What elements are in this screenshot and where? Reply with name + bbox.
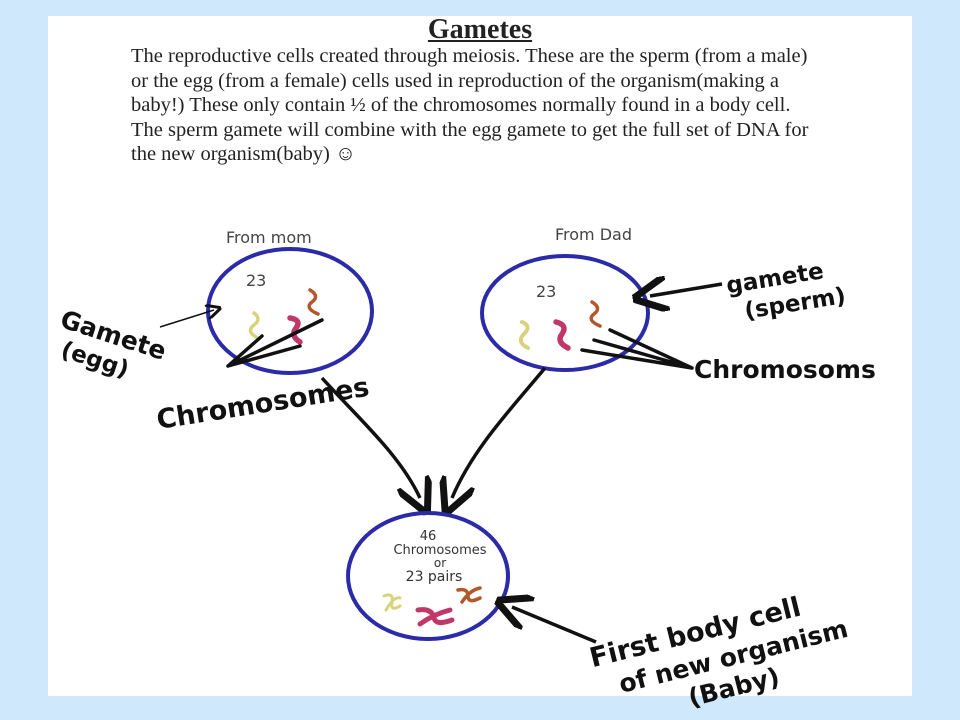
dad-chromosome-orange [589,300,602,328]
dad-chromosome-pink [553,319,571,351]
first-body-cell: 46 Chromosomes or 23 pairs [346,511,510,641]
mom-chromosome-pink [287,315,303,345]
mom-chromosomes-label: Chromosomes [154,372,371,436]
baby-chromosome-yellow [382,593,402,612]
baby-chromosome-pink [415,607,455,627]
combine-arrows [320,366,547,498]
dad-heading: From Dad [555,225,632,244]
definition-paragraph: The reproductive cells created through m… [131,45,809,165]
dad-pointers [580,284,723,370]
dad-chromosome-yellow [518,320,530,350]
mom-heading: From mom [226,228,312,247]
dad-chromosomes-label: Chromosoms [694,355,876,384]
dad-chromosome-count: 23 [536,282,556,301]
page-title: Gametes [427,14,533,45]
baby-chromosome-orange [456,586,482,604]
baby-label: First body cell of new organism (Baby) [587,592,851,713]
dad-gamete-label: gamete (sperm) [725,258,848,325]
mom-pointers [159,310,324,368]
mom-chromosome-count: 23 [246,271,266,290]
mom-gamete-label: Gamete (egg) [57,304,170,383]
mom-chromosome-orange [307,288,320,316]
mom-egg-cell: From mom 23 [206,228,374,375]
baby-pointer [512,607,597,644]
baby-count-chromosomes: Chromosomes [393,543,486,558]
baby-count-or: or [434,556,446,570]
baby-count-46: 46 [420,529,437,544]
baby-count-pairs: 23 pairs [406,569,463,585]
mom-chromosome-yellow [248,311,260,339]
worksheet [48,16,912,696]
